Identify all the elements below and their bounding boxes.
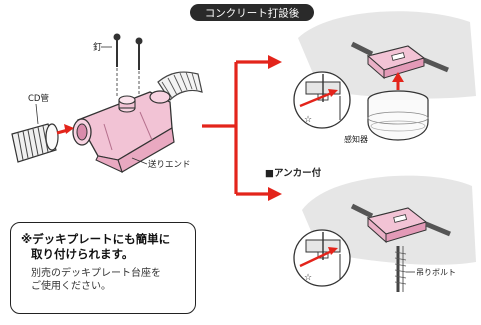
detail-circle-top: ☆ [293,71,351,129]
deck-plate-note: ※デッキプレートにも簡単に 取り付けられます。 別売のデッキプレート台座を ご使… [10,222,196,314]
detail-circle-bottom: ☆ [293,229,351,287]
note-heading-line2: 取り付けられます。 [31,247,134,261]
title-badge: コンクリート打設後 [190,4,314,21]
note-body-line2: ご使用ください。 [31,281,111,292]
ceiling-top [298,11,476,99]
nail-label: 釘 [93,41,102,53]
hanging-bolt-icon [394,246,407,292]
hanging-bolt-label: 吊りボルト [416,268,456,277]
note-heading-line1: ※デッキプレートにも簡単に [21,232,171,246]
page-title: コンクリート打設後 [205,7,300,20]
cd-pipe-icon [11,123,59,163]
sensor-label: 感知器 [344,134,368,144]
note-body-line1: 別売のデッキプレート台座を [31,268,161,279]
cd-pipe-label: CD管 [28,93,49,104]
branch-arrow-icon [202,60,270,196]
insert-arrow-icon [56,124,74,135]
fitting-body [72,90,175,173]
sensor-icon [367,90,429,141]
end-piece-label: 送りエンド [148,159,191,170]
star-icon: ☆ [304,273,312,283]
nail-icon [113,33,143,100]
flex-hose-icon [157,71,203,101]
star-icon: ☆ [304,115,312,125]
anchor-heading: ■アンカー付 [265,167,322,179]
